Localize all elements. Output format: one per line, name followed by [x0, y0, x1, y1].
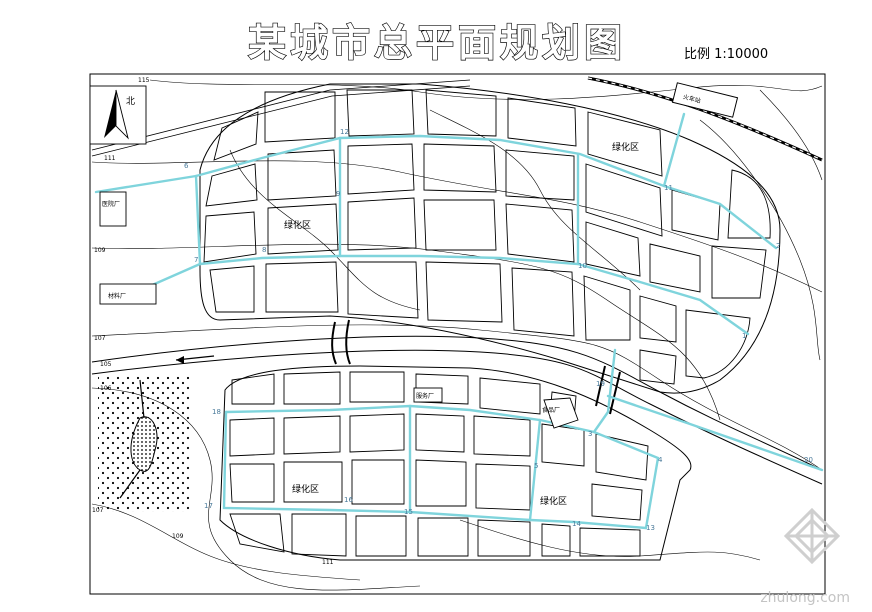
food-label: 食品厂	[542, 406, 560, 414]
north-district-boundary	[199, 83, 781, 394]
river-flow-arrowhead	[176, 356, 184, 364]
service-box	[413, 387, 443, 403]
hospital-label: 医院厂	[102, 200, 120, 208]
pipeline-node-label: 4	[658, 456, 663, 464]
contour-label-106: 106	[100, 385, 112, 392]
bridge-west	[331, 319, 351, 365]
pipeline-node-label: 2	[776, 242, 780, 250]
pipeline-node-label: 3	[588, 430, 592, 438]
pipeline-node-label: 7	[194, 256, 198, 264]
zone-label-green-top-left: 绿化区	[284, 219, 311, 231]
zone-label-green-bottom-right: 绿化区	[540, 495, 567, 507]
pipeline-node-label: 16	[344, 496, 353, 504]
pipeline-node-label: 20	[804, 456, 813, 464]
highway-northwest-2	[91, 85, 471, 157]
contour-label-111-bottom: 111	[322, 559, 334, 566]
pipeline-node-label: 9	[336, 190, 340, 198]
contour-label-107-left: 107	[94, 335, 106, 342]
south-district-boundary	[219, 365, 692, 561]
watermark-logo	[783, 507, 841, 565]
pipeline-node-label: 11	[664, 184, 673, 192]
pipeline-node-label: 14	[572, 520, 581, 528]
north-arrow	[89, 85, 147, 145]
map-labels: 北 绿化区 绿化区 绿化区 绿化区 火车站 医院厂 材料厂 服务厂 食品厂 11…	[92, 77, 702, 566]
pipeline-node-label: 13	[646, 524, 655, 532]
pipeline-node-label: 12	[340, 128, 349, 136]
highway-northwest	[91, 79, 471, 151]
river	[91, 335, 823, 485]
pipeline-node-label: 5	[534, 462, 538, 470]
food-factory-box	[543, 397, 579, 429]
contour-lines	[91, 79, 823, 591]
pipeline-node-label: 17	[204, 502, 213, 510]
materials-label: 材料厂	[108, 292, 126, 300]
pipeline-node-label: 8	[262, 246, 266, 254]
pipeline-node-label: 10	[578, 262, 587, 270]
scale-label: 比例 1:10000	[684, 47, 769, 62]
contour-label-115: 115	[138, 77, 150, 84]
zone-label-green-top-right: 绿化区	[612, 141, 639, 153]
north-label: 北	[126, 96, 135, 107]
pipeline-node-label: 6	[184, 162, 189, 170]
contour-label-105: 105	[100, 361, 112, 368]
pipeline-node-label: 1	[742, 332, 746, 340]
hospital-box	[99, 191, 127, 227]
water-pipeline	[94, 112, 824, 530]
zone-label-green-bottom-left: 绿化区	[292, 483, 319, 495]
watermark-text: zhulong.com	[760, 590, 850, 606]
pipeline-node-label: 15	[404, 508, 413, 516]
north-district-blocks	[203, 89, 771, 385]
page-title: 某城市总平面规划图	[247, 19, 627, 65]
water-plant-outflow	[119, 379, 145, 499]
contour-label-109-left: 109	[94, 247, 106, 254]
map-frame	[89, 73, 826, 595]
pipeline-node-label: 18	[212, 408, 221, 416]
materials-box	[99, 283, 157, 305]
contour-label-111-top: 111	[104, 155, 116, 162]
pipeline-node-label: 19	[596, 380, 605, 388]
railway-station	[671, 82, 739, 118]
service-label: 服务厂	[416, 392, 434, 400]
contour-label-109-bottom: 109	[172, 533, 184, 540]
contour-label-107-bottom: 107	[92, 507, 104, 514]
water-plant-pond	[130, 416, 158, 472]
